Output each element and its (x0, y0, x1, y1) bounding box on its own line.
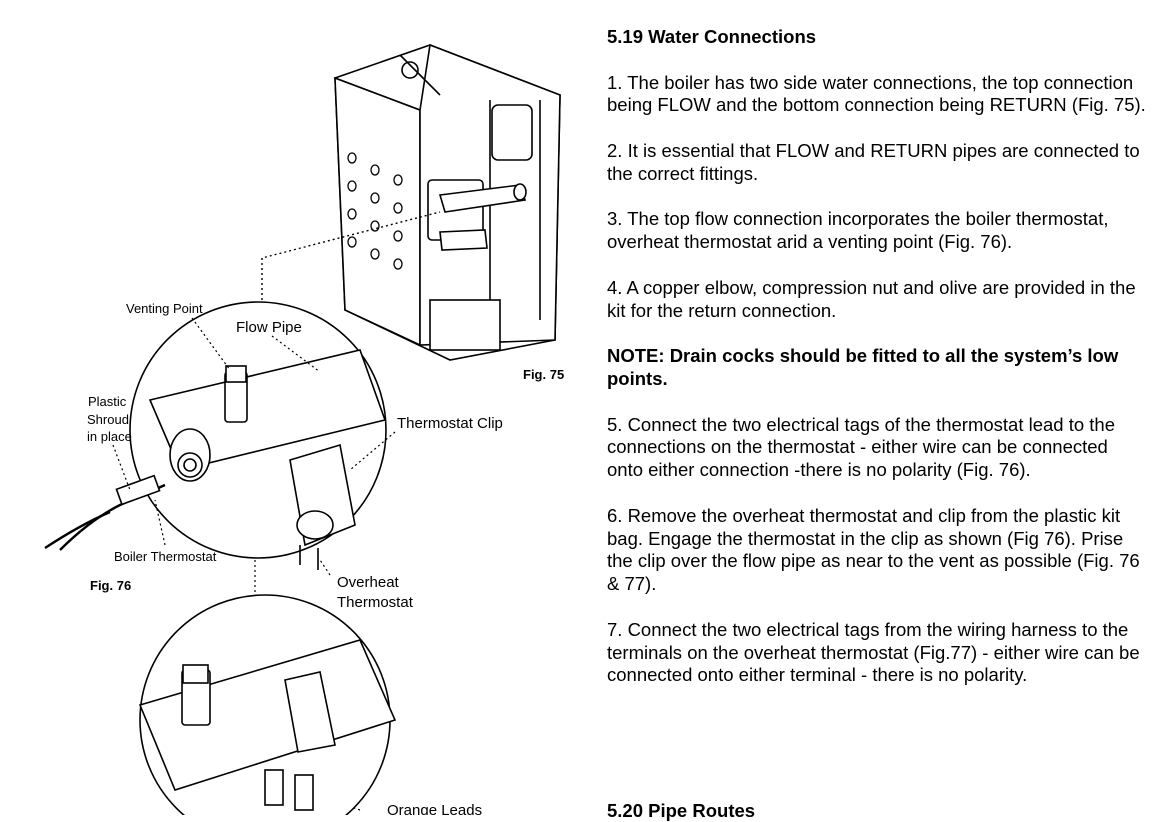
fig77-detail-drawing (138, 594, 397, 815)
section-title: 5.19 Water Connections (607, 26, 817, 47)
fig75-caption: Fig. 75 (523, 367, 564, 382)
boiler-illustration: Fig. 75 Fig. 76 Venting Point Flow Pipe … (44, 43, 564, 815)
next-section-title: 5.20 Pipe Routes (607, 800, 756, 821)
paragraph-6: 6. Remove the overheat thermostat and cl… (607, 504, 1140, 595)
paragraph-4: 4. A copper elbow, compression nut and o… (607, 276, 1136, 321)
paragraph-3: 3. The top flow connection incorporates … (607, 208, 1109, 253)
boiler-unit-drawing (334, 43, 561, 361)
paragraph-1: 1. The boiler has two side water connect… (607, 71, 1146, 116)
label-overheat-thermostat: Thermostat (337, 594, 414, 611)
fig76-caption: Fig. 76 (90, 578, 131, 593)
label-venting-point: Venting Point (126, 301, 203, 316)
label-orange-leads: Orange Leads (387, 802, 482, 815)
paragraph-5: 5. Connect the two electrical tags of th… (607, 413, 1116, 481)
instructions-column: 5.19 Water Connections 1. The boiler has… (607, 26, 1147, 710)
label-in-place: in place (87, 429, 132, 444)
fig76-detail-drawing (44, 301, 387, 570)
label-thermostat-clip: Thermostat Clip (397, 415, 503, 432)
note-paragraph: NOTE: Drain cocks should be fitted to al… (607, 345, 1119, 389)
label-boiler-thermostat: Boiler Thermostat (114, 549, 217, 564)
label-overheat: Overheat (337, 574, 400, 591)
paragraph-7: 7. Connect the two electrical tags from … (607, 618, 1140, 686)
label-flow-pipe: Flow Pipe (236, 319, 302, 336)
label-plastic: Plastic (88, 394, 127, 409)
label-shroud: Shroud (87, 412, 129, 427)
paragraph-2: 2. It is essential that FLOW and RETURN … (607, 139, 1140, 184)
